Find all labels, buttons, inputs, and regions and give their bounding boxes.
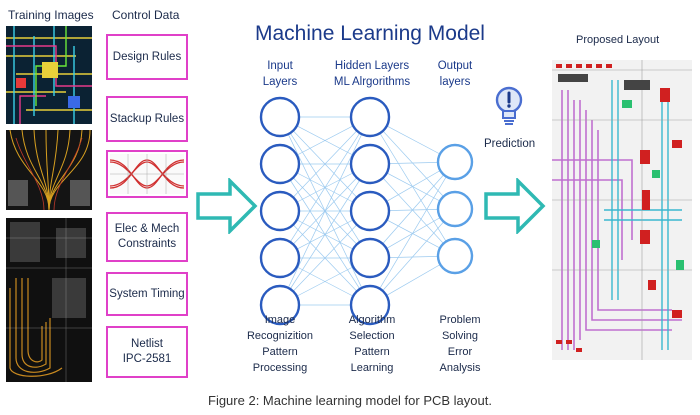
training-images-header: Training Images (8, 8, 94, 22)
control-stackup-rules: Stackup Rules (106, 96, 188, 142)
input-node (259, 237, 301, 279)
input-node (259, 284, 301, 326)
training-image-3 (6, 218, 92, 382)
network-edge (369, 161, 456, 306)
neural-network (259, 96, 474, 326)
lightbulb-icon (495, 86, 523, 125)
network-edge (279, 116, 371, 212)
control-system-timing: System Timing (106, 272, 188, 316)
control-data-header: Control Data (112, 8, 180, 22)
hidden-node (349, 237, 391, 279)
control-elec-mech-constraints: Elec & Mech Constraints (106, 212, 188, 262)
control-netlist: Netlist IPC-2581 (106, 326, 188, 378)
network-edge (369, 161, 456, 259)
network-edge (279, 210, 371, 306)
network-edge (279, 116, 371, 306)
hidden-description: Algorithm Selection Pattern Learning (348, 314, 396, 374)
network-edge (279, 163, 371, 306)
hidden-node (349, 143, 391, 185)
prediction-label: Prediction (484, 138, 536, 150)
input-node (259, 143, 301, 185)
output-description: Problem Solving Error Analysis (439, 314, 481, 374)
control-eye-diagram (106, 150, 188, 198)
hidden-node (349, 190, 391, 232)
model-title: Machine Learning Model (255, 22, 485, 45)
input-description: Image Recognizition Pattern Processing (246, 314, 314, 374)
input-node (259, 190, 301, 232)
output-node (436, 143, 474, 181)
hidden-node (349, 284, 391, 326)
training-image-2 (6, 130, 92, 210)
figure-caption: Figure 2: Machine learning model for PCB… (208, 393, 492, 408)
output-node (436, 190, 474, 228)
hidden-layers-label: Hidden Layers ML Alrgorithms (333, 60, 411, 88)
network-edge (279, 116, 371, 259)
eye-diagram-icon (110, 154, 184, 194)
control-design-rules: Design Rules (106, 34, 188, 80)
network-edge (369, 208, 456, 306)
input-arrow-icon (196, 178, 258, 234)
proposed-layout-image (552, 60, 692, 360)
input-node (259, 96, 301, 138)
training-image-1 (6, 26, 92, 124)
output-arrow-icon (484, 178, 546, 234)
input-layers-label: Input Layers (262, 60, 298, 88)
proposed-layout-header: Proposed Layout (576, 34, 660, 46)
output-node (436, 237, 474, 275)
output-layers-label: Output layers (437, 60, 473, 88)
hidden-node (349, 96, 391, 138)
